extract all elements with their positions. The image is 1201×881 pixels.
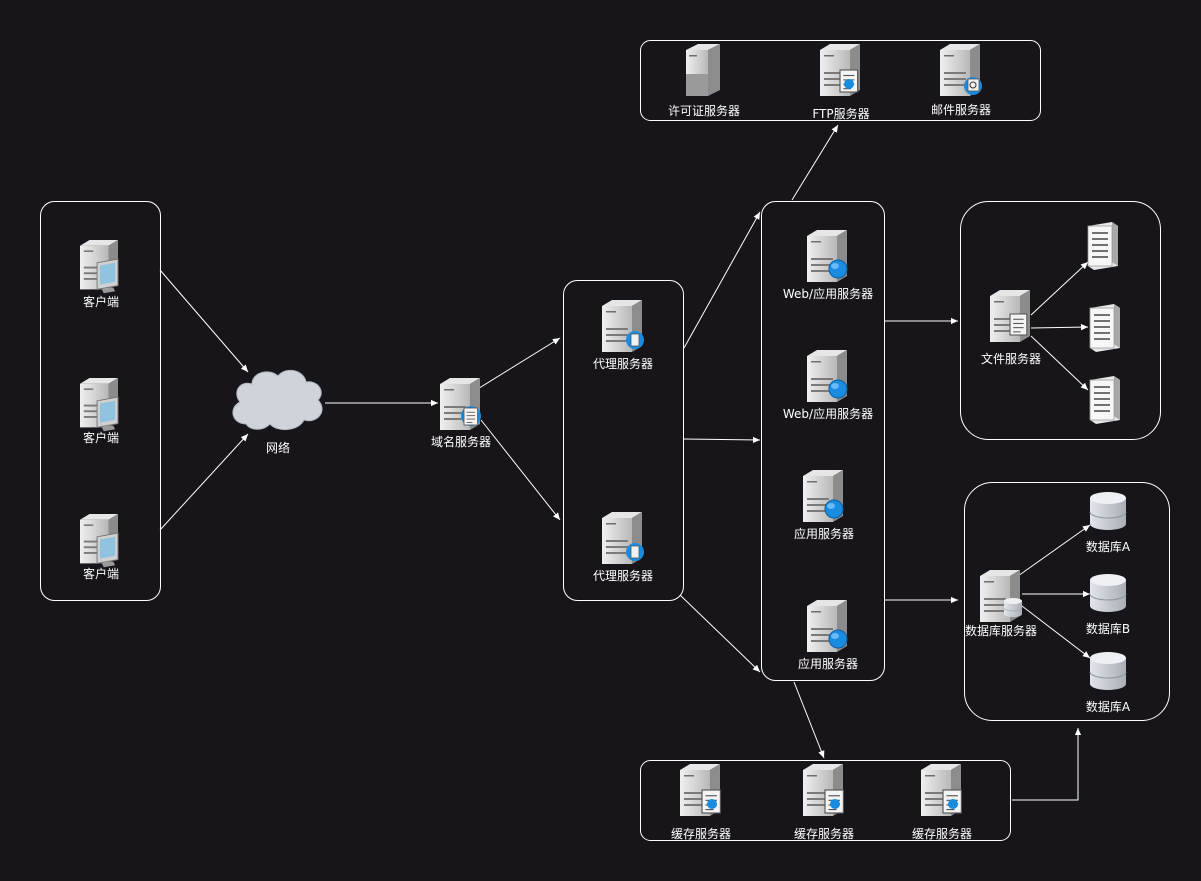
edge-proxy-bottom-app — [679, 594, 761, 673]
database-icon — [1089, 651, 1127, 691]
web-app-server-node-1[interactable]: Web/应用服务器 — [783, 230, 873, 301]
database-node-a-2[interactable]: 数据库A — [1086, 651, 1131, 714]
license-server-label: 许可证服务器 — [668, 103, 740, 118]
client-label: 客户端 — [83, 294, 119, 309]
mail-server-icon — [940, 44, 982, 96]
client-node-2[interactable]: 客户端 — [80, 378, 119, 445]
proxy-server-node-1[interactable]: 代理服务器 — [593, 300, 653, 371]
proxy-server-icon — [602, 300, 644, 352]
edge-file-doc3 — [1030, 335, 1089, 391]
web-app-server-icon — [807, 350, 848, 402]
cache-server-icon — [803, 764, 844, 816]
database-label: 数据库A — [1086, 539, 1131, 554]
edge-dns-proxy1 — [475, 337, 561, 391]
edge-proxy-top-app — [683, 211, 761, 349]
document-icon-2 — [1089, 303, 1121, 353]
ftp-server-label: FTP服务器 — [812, 106, 869, 121]
network-node[interactable]: 网络 — [232, 369, 323, 455]
edge-dns-proxy2 — [480, 419, 561, 521]
app-server-label: 应用服务器 — [794, 526, 854, 541]
cache-server-node-3[interactable]: 缓存服务器 — [912, 764, 972, 841]
proxy-server-label: 代理服务器 — [593, 356, 653, 371]
web-app-server-node-2[interactable]: Web/应用服务器 — [783, 350, 873, 421]
proxy-server-node-2[interactable]: 代理服务器 — [593, 512, 653, 583]
proxy-server-icon — [602, 512, 644, 564]
file-server-icon — [990, 290, 1030, 342]
document-icon-1 — [1087, 221, 1119, 271]
edge-db-dba1 — [1017, 524, 1091, 577]
app-server-icon — [803, 470, 844, 522]
cloud-icon — [232, 369, 323, 430]
edges — [159, 124, 1091, 801]
edge-cache-db — [1012, 728, 1082, 801]
mail-server-label: 邮件服务器 — [931, 102, 991, 117]
clients-group — [40, 201, 161, 601]
edge-app-cache — [793, 681, 825, 759]
proxy-server-label: 代理服务器 — [593, 568, 653, 583]
dns-server-label: 域名服务器 — [431, 434, 491, 449]
database-label: 数据库B — [1086, 621, 1130, 636]
db-server-icon — [980, 570, 1023, 622]
network-label: 网络 — [266, 440, 290, 455]
cache-group — [640, 760, 1011, 841]
license-server-node[interactable]: 许可证服务器 — [668, 44, 740, 118]
app-server-node-1[interactable]: 应用服务器 — [794, 470, 854, 541]
license-server-icon — [686, 44, 720, 96]
client-node-3[interactable]: 客户端 — [80, 514, 119, 581]
file-server-node[interactable]: 文件服务器 — [981, 290, 1041, 366]
edge-db-dba2 — [1021, 605, 1091, 659]
web-app-server-icon — [807, 230, 848, 282]
edge-file-doc2 — [1030, 323, 1089, 331]
database-icon — [1089, 573, 1127, 613]
cache-server-label: 缓存服务器 — [794, 826, 854, 841]
app-server-node-2[interactable]: 应用服务器 — [798, 600, 858, 671]
cache-server-node-2[interactable]: 缓存服务器 — [794, 764, 854, 841]
dns-server-node[interactable]: 域名服务器 — [431, 378, 491, 449]
database-node-a-1[interactable]: 数据库A — [1086, 491, 1131, 554]
mail-server-node[interactable]: 邮件服务器 — [931, 44, 991, 117]
app-servers-group — [761, 201, 885, 681]
edge-app-misc — [791, 124, 839, 201]
edge-proxy-mid-app — [683, 436, 761, 444]
db-server-label: 数据库服务器 — [965, 623, 1037, 638]
app-server-icon — [807, 600, 848, 652]
proxy-group — [563, 280, 684, 601]
client-label: 客户端 — [83, 430, 119, 445]
database-label: 数据库A — [1086, 699, 1131, 714]
cache-server-icon — [921, 764, 962, 816]
client-pc-icon — [80, 240, 119, 294]
ftp-server-node[interactable]: FTP服务器 — [812, 44, 870, 121]
db-server-node[interactable]: 数据库服务器 — [965, 570, 1037, 638]
cache-server-label: 缓存服务器 — [912, 826, 972, 841]
database-group — [964, 482, 1170, 721]
cache-server-node-1[interactable]: 缓存服务器 — [671, 764, 731, 841]
web-app-server-label: Web/应用服务器 — [783, 286, 873, 301]
database-icon — [1089, 491, 1127, 531]
misc-servers-group — [640, 40, 1041, 121]
database-node-b[interactable]: 数据库B — [1086, 573, 1130, 636]
edge-client1-network — [159, 269, 249, 373]
client-pc-icon — [80, 378, 119, 432]
app-server-label: 应用服务器 — [798, 656, 858, 671]
edge-client3-network — [159, 433, 249, 531]
client-label: 客户端 — [83, 566, 119, 581]
edge-file-doc1 — [1030, 261, 1089, 316]
ftp-server-icon — [820, 44, 860, 96]
cache-server-label: 缓存服务器 — [671, 826, 731, 841]
file-group — [960, 201, 1161, 440]
dns-server-icon — [440, 378, 481, 430]
document-icon-3 — [1089, 375, 1121, 425]
cache-server-icon — [680, 764, 721, 816]
client-pc-icon — [80, 514, 119, 568]
client-node-1[interactable]: 客户端 — [80, 240, 119, 309]
file-server-label: 文件服务器 — [981, 351, 1041, 366]
web-app-server-label: Web/应用服务器 — [783, 406, 873, 421]
